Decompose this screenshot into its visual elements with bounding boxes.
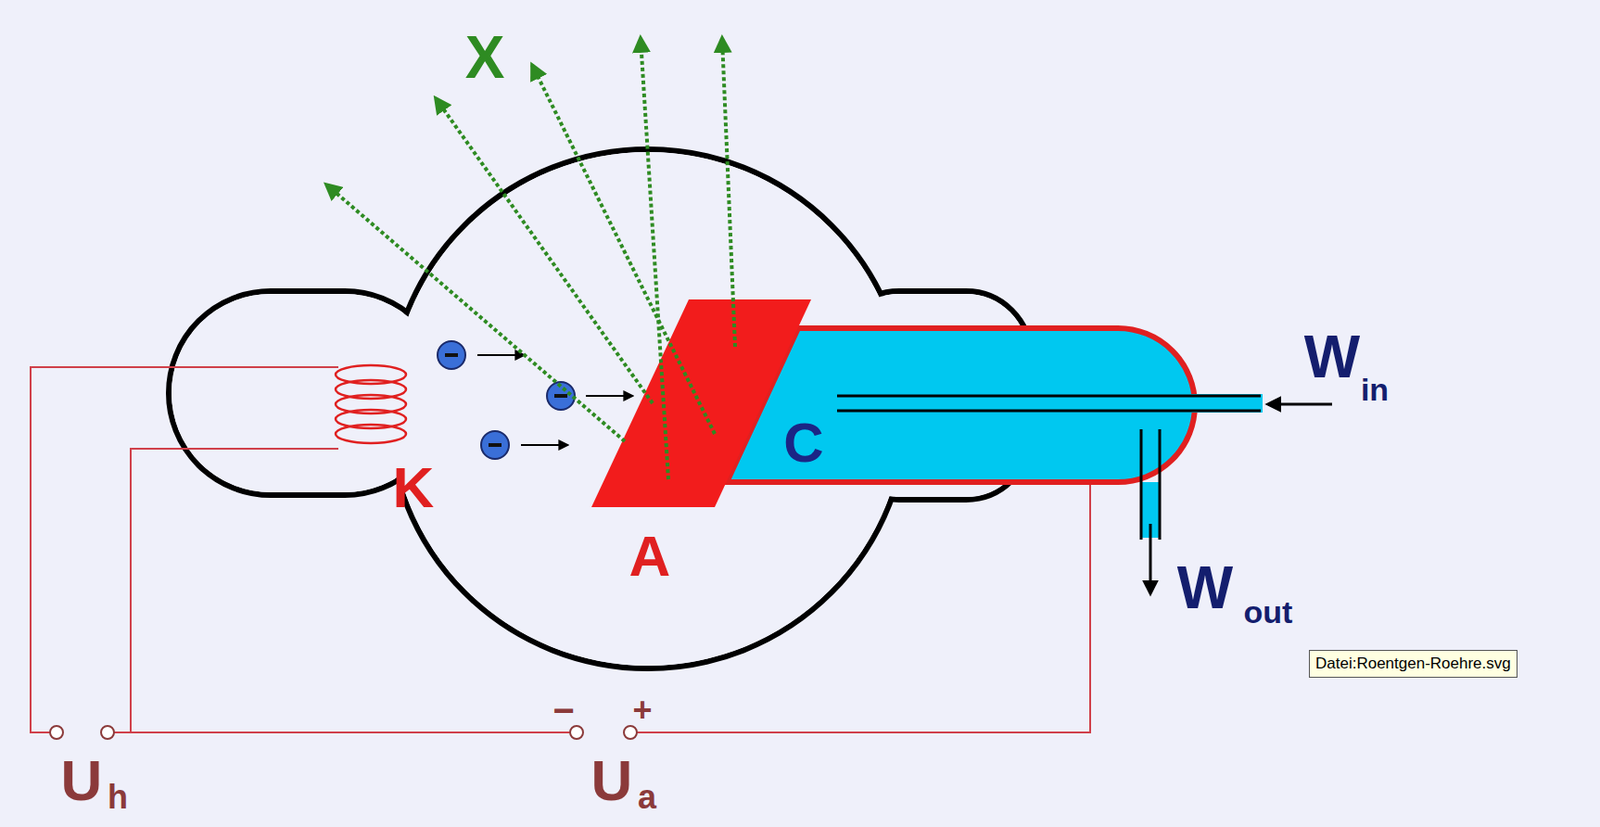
subscript: out (1244, 596, 1294, 628)
subscript: h (107, 780, 128, 814)
terminal (50, 725, 637, 739)
x-ray (326, 38, 736, 480)
cathode-coil (335, 365, 407, 444)
polarity-sign: + (632, 693, 652, 727)
flow-arrow (1268, 403, 1333, 407)
voltage-label: U (61, 751, 103, 810)
voltage-label: U (591, 751, 634, 810)
electron (437, 341, 575, 459)
tooltip-text: Datei:Roentgen-Roehre.svg (1315, 654, 1512, 673)
ray-label: X (465, 27, 506, 88)
water-label: W (1177, 558, 1233, 618)
cathode-label: K (393, 458, 435, 517)
cooling-body (726, 328, 1195, 483)
pipe-wall (837, 395, 1261, 411)
flow-arrow (1149, 523, 1153, 594)
anode-label: A (629, 527, 672, 585)
tooltip-box: Datei:Roentgen-Roehre.svg (1308, 649, 1518, 678)
polarity-sign: − (552, 691, 574, 729)
subscript: in (1360, 373, 1389, 406)
coolant-label: C (783, 415, 824, 471)
water-label: W (1304, 327, 1360, 387)
electron-arrow (477, 355, 633, 445)
pipe-wall (1141, 429, 1160, 540)
subscript: a (637, 780, 657, 814)
